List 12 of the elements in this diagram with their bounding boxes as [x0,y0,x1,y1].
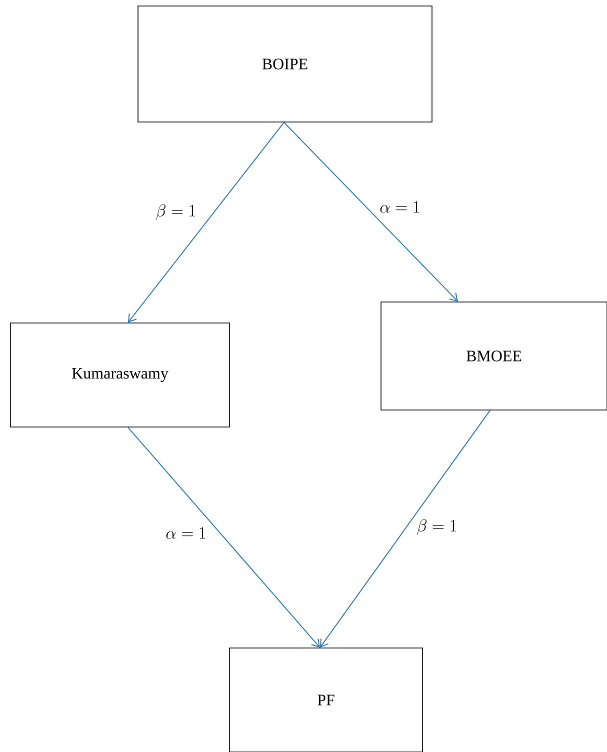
arrow [320,410,490,648]
edge-label: $\beta = 1$ [416,518,458,536]
process-box: BMOEE [380,302,607,410]
process-box: Kumaraswamy [10,322,230,428]
process-box: PF [229,648,423,752]
edge-label: $\alpha = 1$ [378,200,422,214]
arrow [128,426,320,648]
arrow [128,122,284,323]
edge-label: $\alpha = 1$ [164,526,208,540]
edge-label: $\beta = 1$ [154,203,198,221]
arrow [284,122,458,302]
process-box: BOIPE [138,6,432,122]
